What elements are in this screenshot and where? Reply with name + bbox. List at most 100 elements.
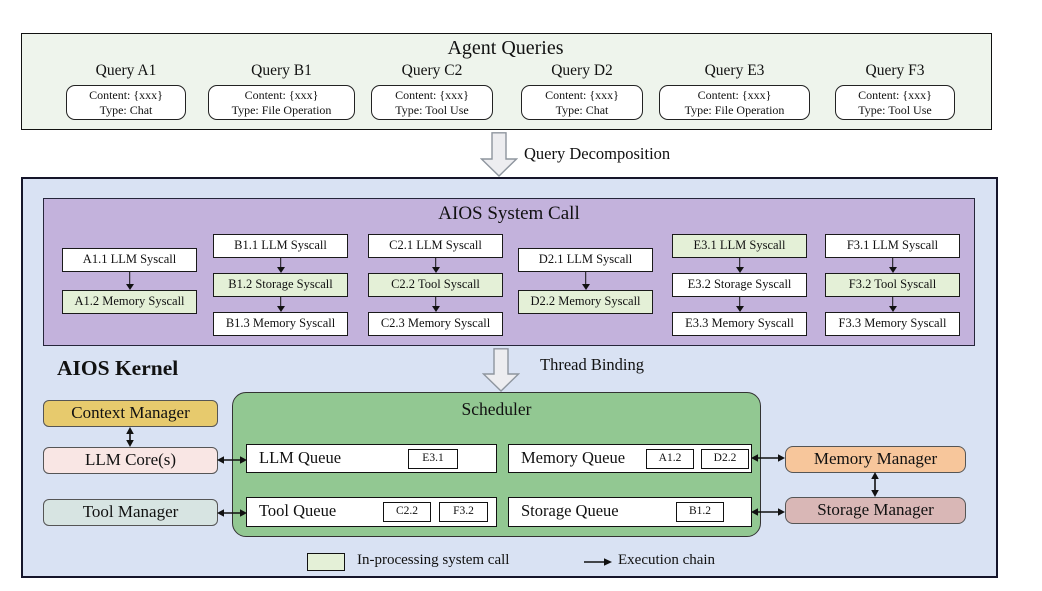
syscall-box: E3.2 Storage Syscall (672, 273, 807, 297)
query-type: Type: Tool Use (858, 102, 932, 117)
scheduler-title: Scheduler (461, 399, 532, 419)
queue-label: Tool Queue (259, 501, 337, 520)
syscall-box: B1.1 LLM Syscall (213, 234, 348, 258)
queue-label: LLM Queue (259, 448, 342, 467)
query-type: Type: File Operation (231, 102, 332, 117)
execution-arrow-icon (825, 258, 960, 273)
legend-execution-chain-label: Execution chain (618, 552, 716, 568)
block-arrow-down-icon (480, 132, 518, 177)
syscall-box: F3.3 Memory Syscall (825, 312, 960, 336)
query-content-box: Content: {xxx} Type: Chat (66, 85, 186, 120)
execution-arrow-icon (368, 297, 503, 312)
query-type: Type: Chat (99, 102, 153, 117)
query-content: Content: {xxx} (395, 88, 469, 102)
query-card: Query F3 Content: {xxx} Type: Tool Use (835, 62, 955, 120)
query-type: Type: File Operation (684, 102, 785, 117)
syscall-box-in-processing: D2.2 Memory Syscall (518, 290, 653, 314)
query-name: Query C2 (401, 62, 463, 79)
syscall-box: F3.1 LLM Syscall (825, 234, 960, 258)
syscall-box-in-processing: A1.2 Memory Syscall (62, 290, 197, 314)
memory-manager-box: Memory Manager (785, 446, 966, 473)
query-content: Content: {xxx} (545, 88, 619, 102)
queue-label: Memory Queue (521, 448, 626, 467)
syscall-chain-e: E3.1 LLM Syscall E3.2 Storage Syscall E3… (672, 234, 807, 336)
syscall-box: A1.1 LLM Syscall (62, 248, 197, 272)
double-arrow-horizontal-icon (751, 508, 785, 516)
query-name: Query A1 (95, 62, 157, 79)
query-name: Query F3 (865, 62, 925, 79)
query-card: Query D2 Content: {xxx} Type: Chat (521, 62, 643, 120)
query-name: Query B1 (251, 62, 312, 79)
execution-arrow-icon (213, 258, 348, 273)
execution-arrow-icon (213, 297, 348, 312)
in-processing-swatch (307, 553, 345, 571)
execution-arrow-icon (62, 272, 197, 290)
syscall-chain-c: C2.1 LLM Syscall C2.2 Tool Syscall C2.3 … (368, 234, 503, 336)
queue-item: D2.2 (701, 448, 749, 469)
queue-item: F3.2 (439, 501, 488, 522)
execution-arrow-icon (825, 297, 960, 312)
aios-system-call-title: AIOS System Call (438, 203, 580, 224)
syscall-box: E3.3 Memory Syscall (672, 312, 807, 336)
syscall-box: B1.3 Memory Syscall (213, 312, 348, 336)
legend-in-processing-label: In-processing system call (357, 552, 510, 568)
syscall-box-in-processing: C2.2 Tool Syscall (368, 273, 503, 297)
query-card: Query E3 Content: {xxx} Type: File Opera… (659, 62, 810, 120)
queue-item: C2.2 (383, 501, 431, 522)
aios-kernel-label: AIOS Kernel (57, 356, 179, 380)
query-decomposition-label: Query Decomposition (524, 144, 671, 163)
storage-manager-box: Storage Manager (785, 497, 966, 524)
syscall-box: D2.1 LLM Syscall (518, 248, 653, 272)
execution-chain-arrow-icon (584, 558, 612, 566)
thread-binding-label: Thread Binding (540, 355, 645, 374)
queue-label: Storage Queue (521, 501, 619, 520)
agent-queries-title: Agent Queries (447, 37, 564, 59)
syscall-box-in-processing: B1.2 Storage Syscall (213, 273, 348, 297)
double-arrow-horizontal-icon (217, 456, 247, 464)
queue-item: E3.1 (408, 448, 458, 469)
tool-queue: Tool Queue C2.2 F3.2 (246, 497, 497, 527)
syscall-box-in-processing: E3.1 LLM Syscall (672, 234, 807, 258)
llm-cores-box: LLM Core(s) (43, 447, 218, 474)
query-content-box: Content: {xxx} Type: Tool Use (835, 85, 955, 120)
query-type: Type: Tool Use (395, 102, 469, 117)
query-type: Type: Chat (555, 102, 609, 117)
block-arrow-down-icon (482, 348, 520, 392)
llm-queue: LLM Queue E3.1 (246, 444, 497, 473)
storage-queue: Storage Queue B1.2 (508, 497, 752, 527)
query-content: Content: {xxx} (244, 88, 319, 102)
query-content: Content: {xxx} (697, 88, 772, 102)
execution-arrow-icon (672, 258, 807, 273)
query-card: Query C2 Content: {xxx} Type: Tool Use (371, 62, 493, 120)
double-arrow-horizontal-icon (751, 454, 785, 462)
query-name: Query D2 (551, 62, 613, 79)
query-name: Query E3 (704, 62, 765, 79)
tool-manager-box: Tool Manager (43, 499, 218, 526)
syscall-box-in-processing: F3.2 Tool Syscall (825, 273, 960, 297)
query-content-box: Content: {xxx} Type: Tool Use (371, 85, 493, 120)
syscall-chain-f: F3.1 LLM Syscall F3.2 Tool Syscall F3.3 … (825, 234, 960, 336)
syscall-chain-a: A1.1 LLM Syscall A1.2 Memory Syscall (62, 248, 197, 314)
aios-system-call-panel (43, 198, 975, 346)
query-content-box: Content: {xxx} Type: File Operation (659, 85, 810, 120)
query-content-box: Content: {xxx} Type: Chat (521, 85, 643, 120)
memory-queue: Memory Queue A1.2 D2.2 (508, 444, 752, 473)
context-manager-box: Context Manager (43, 400, 218, 427)
double-arrow-vertical-icon (871, 472, 879, 497)
query-content: Content: {xxx} (858, 88, 932, 102)
query-card: Query B1 Content: {xxx} Type: File Opera… (208, 62, 355, 120)
syscall-chain-d: D2.1 LLM Syscall D2.2 Memory Syscall (518, 248, 653, 314)
syscall-box: C2.3 Memory Syscall (368, 312, 503, 336)
queue-item: A1.2 (646, 448, 694, 469)
syscall-chain-b: B1.1 LLM Syscall B1.2 Storage Syscall B1… (213, 234, 348, 336)
execution-arrow-icon (518, 272, 653, 290)
queue-item: B1.2 (676, 501, 724, 522)
query-content-box: Content: {xxx} Type: File Operation (208, 85, 355, 120)
syscall-box: C2.1 LLM Syscall (368, 234, 503, 258)
double-arrow-vertical-icon (126, 427, 134, 447)
execution-arrow-icon (368, 258, 503, 273)
double-arrow-horizontal-icon (217, 509, 247, 517)
query-card: Query A1 Content: {xxx} Type: Chat (66, 62, 186, 120)
execution-arrow-icon (672, 297, 807, 312)
